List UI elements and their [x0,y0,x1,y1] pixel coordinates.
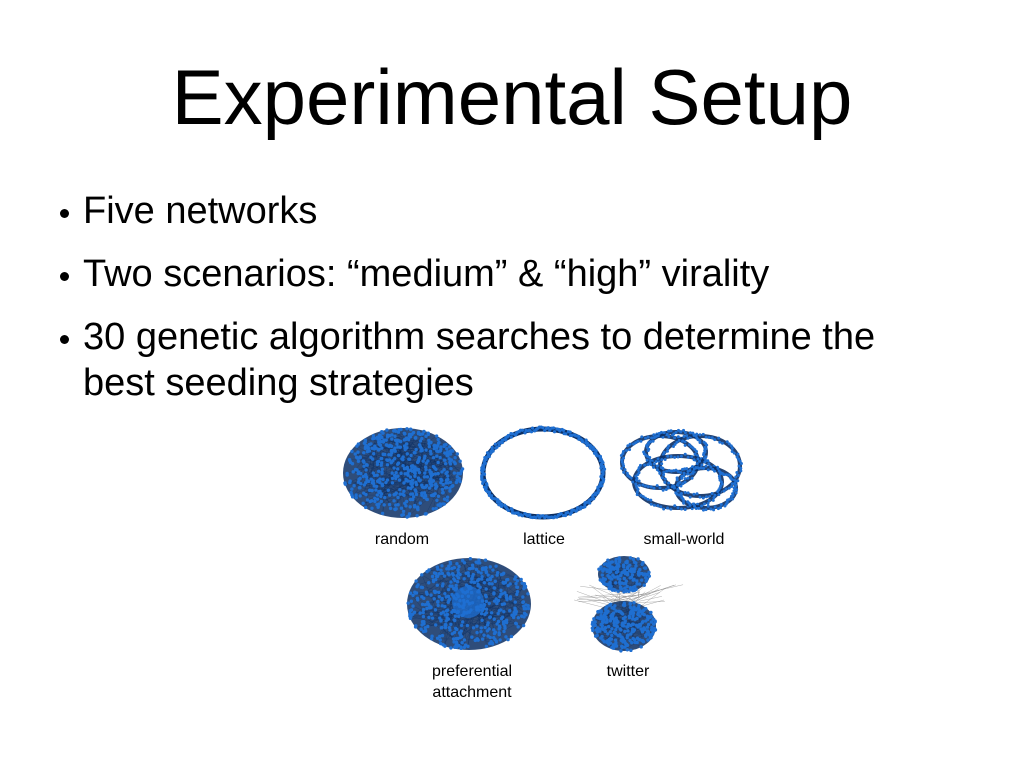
bullet-text: Two scenarios: “medium” & “high” viralit… [83,253,770,295]
small-world-network-graph-icon [619,428,743,512]
bullet-dot-icon [60,209,69,218]
network-label-preferential-attachment: preferential attachment [431,663,513,701]
bullet-list: Five networks Two scenarios: “medium” & … [56,188,956,423]
network-label-lattice: lattice [523,531,565,548]
network-label-twitter: twitter [606,663,650,680]
bullet-item-scenarios: Two scenarios: “medium” & “high” viralit… [56,251,956,297]
slide-title: Experimental Setup [171,53,853,141]
bullet-text: 30 genetic algorithm searches to determi… [83,316,876,404]
network-label-random: random [374,531,430,548]
preferential-attachment-network-graph-icon [406,557,531,651]
bullet-text: Five networks [83,190,318,232]
bullet-item-ga-searches: 30 genetic algorithm searches to determi… [56,314,956,406]
twitter-network-graph-icon [574,556,684,653]
network-figure: random lattice small-world preferential … [336,418,752,708]
lattice-ring-graph-icon [480,425,607,520]
random-network-graph-icon [343,427,465,519]
bullet-dot-icon [60,335,69,344]
network-label-small-world: small-world [643,531,725,548]
bullet-item-five-networks: Five networks [56,188,956,234]
bullet-dot-icon [60,272,69,281]
